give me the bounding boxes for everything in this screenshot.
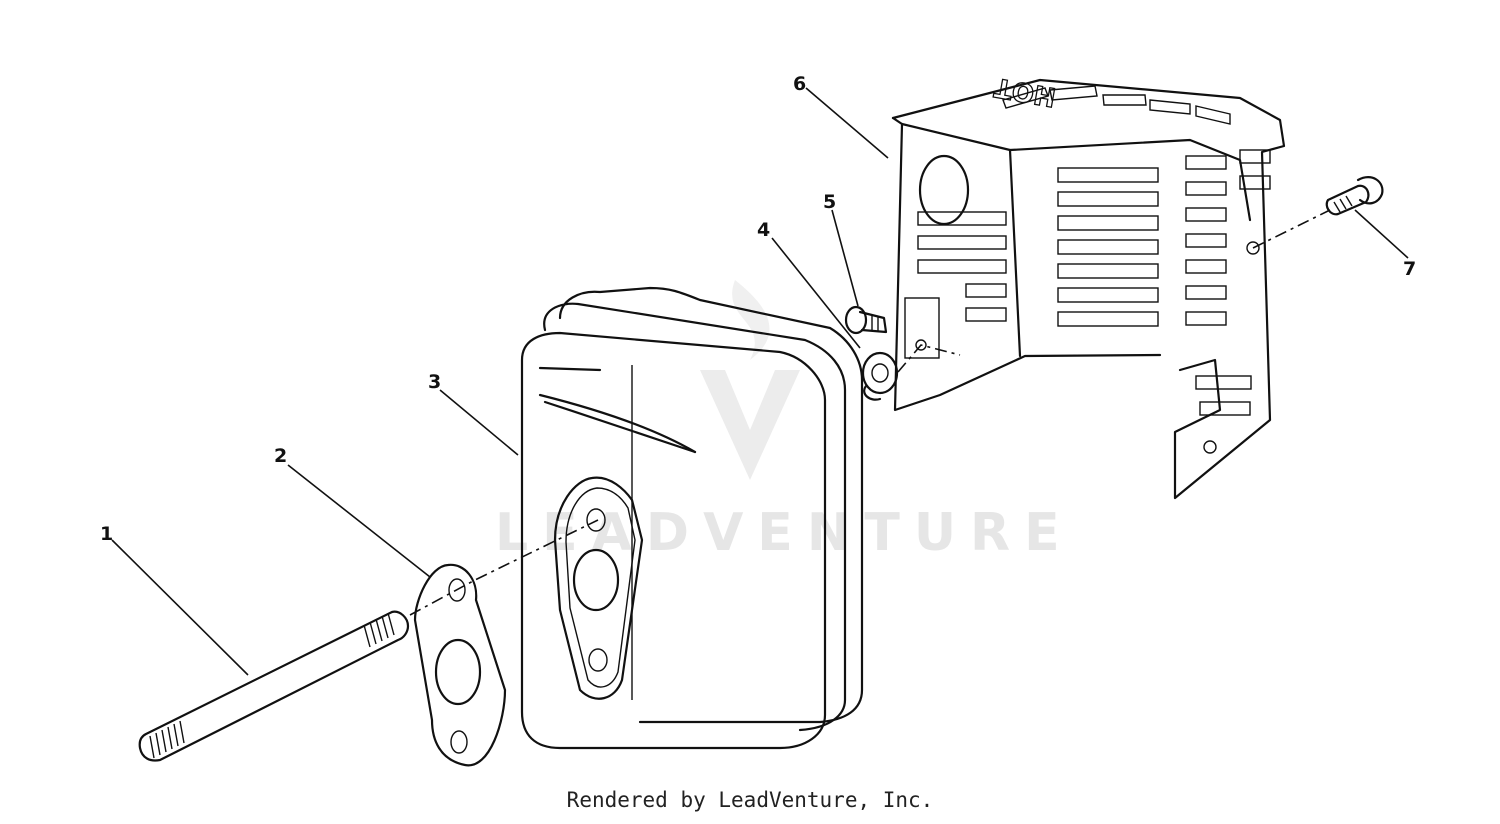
- callout-1: 1: [100, 523, 113, 545]
- watermark: LEADVENTURE: [495, 280, 1074, 563]
- callout-3: 3: [428, 371, 441, 393]
- watermark-logo-icon: [700, 370, 800, 480]
- screw-7: [1325, 176, 1384, 216]
- lock-washer: [861, 351, 899, 401]
- hot-stamp: HOT: [992, 71, 1058, 111]
- callout-4: 4: [757, 219, 770, 241]
- callout-5: 5: [823, 191, 836, 213]
- vent-slots: [917, 149, 1271, 416]
- screw-5: [844, 305, 888, 335]
- footer-credit: Rendered by LeadVenture, Inc.: [566, 788, 934, 812]
- stud: [138, 610, 410, 762]
- leader-lines: [111, 87, 1409, 676]
- assembly-lines: [409, 209, 1331, 616]
- muffler: [520, 286, 864, 750]
- callout-6: 6: [793, 73, 806, 95]
- gasket: [413, 563, 507, 767]
- heat-shield-cover: HOT: [891, 71, 1286, 500]
- watermark-text: LEADVENTURE: [495, 503, 1074, 563]
- callout-7: 7: [1403, 258, 1416, 280]
- callout-2: 2: [274, 445, 287, 467]
